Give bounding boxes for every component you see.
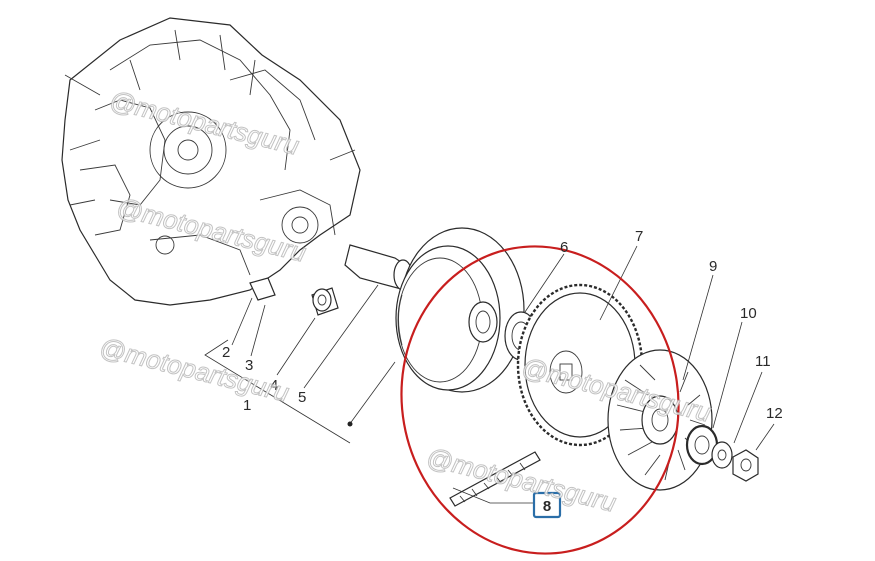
highlight-ellipse [400, 245, 680, 555]
callout-11: 11 [755, 353, 771, 370]
bushing [468, 301, 498, 343]
small-parts [249, 277, 339, 316]
callout-9: 9 [709, 258, 717, 275]
moving-pulley-9 [607, 349, 713, 491]
leader-lines [64, 74, 775, 504]
crankcase [61, 17, 361, 306]
callout-10: 10 [740, 305, 757, 322]
selected-part-8[interactable]: 8 [532, 491, 562, 519]
callout-5: 5 [298, 389, 306, 406]
callout-4: 4 [270, 377, 278, 394]
callout-12: 12 [766, 405, 783, 422]
callout-8: 8 [543, 498, 551, 515]
callout-3: 3 [245, 357, 253, 374]
watermark-text: @motopartsguru [97, 332, 293, 408]
selected-part-box [532, 491, 562, 519]
callout-2: 2 [222, 344, 230, 361]
callout-6: 6 [560, 239, 568, 256]
reference-dot [347, 421, 353, 427]
spline-strip-8 [449, 451, 541, 507]
watermark-text: @motopartsguru [424, 442, 620, 518]
callout-1: 1 [243, 397, 251, 414]
nut-12 [732, 449, 759, 482]
drive-pulley-half [395, 227, 525, 393]
washer-11 [711, 441, 733, 469]
callout-7: 7 [635, 228, 643, 245]
